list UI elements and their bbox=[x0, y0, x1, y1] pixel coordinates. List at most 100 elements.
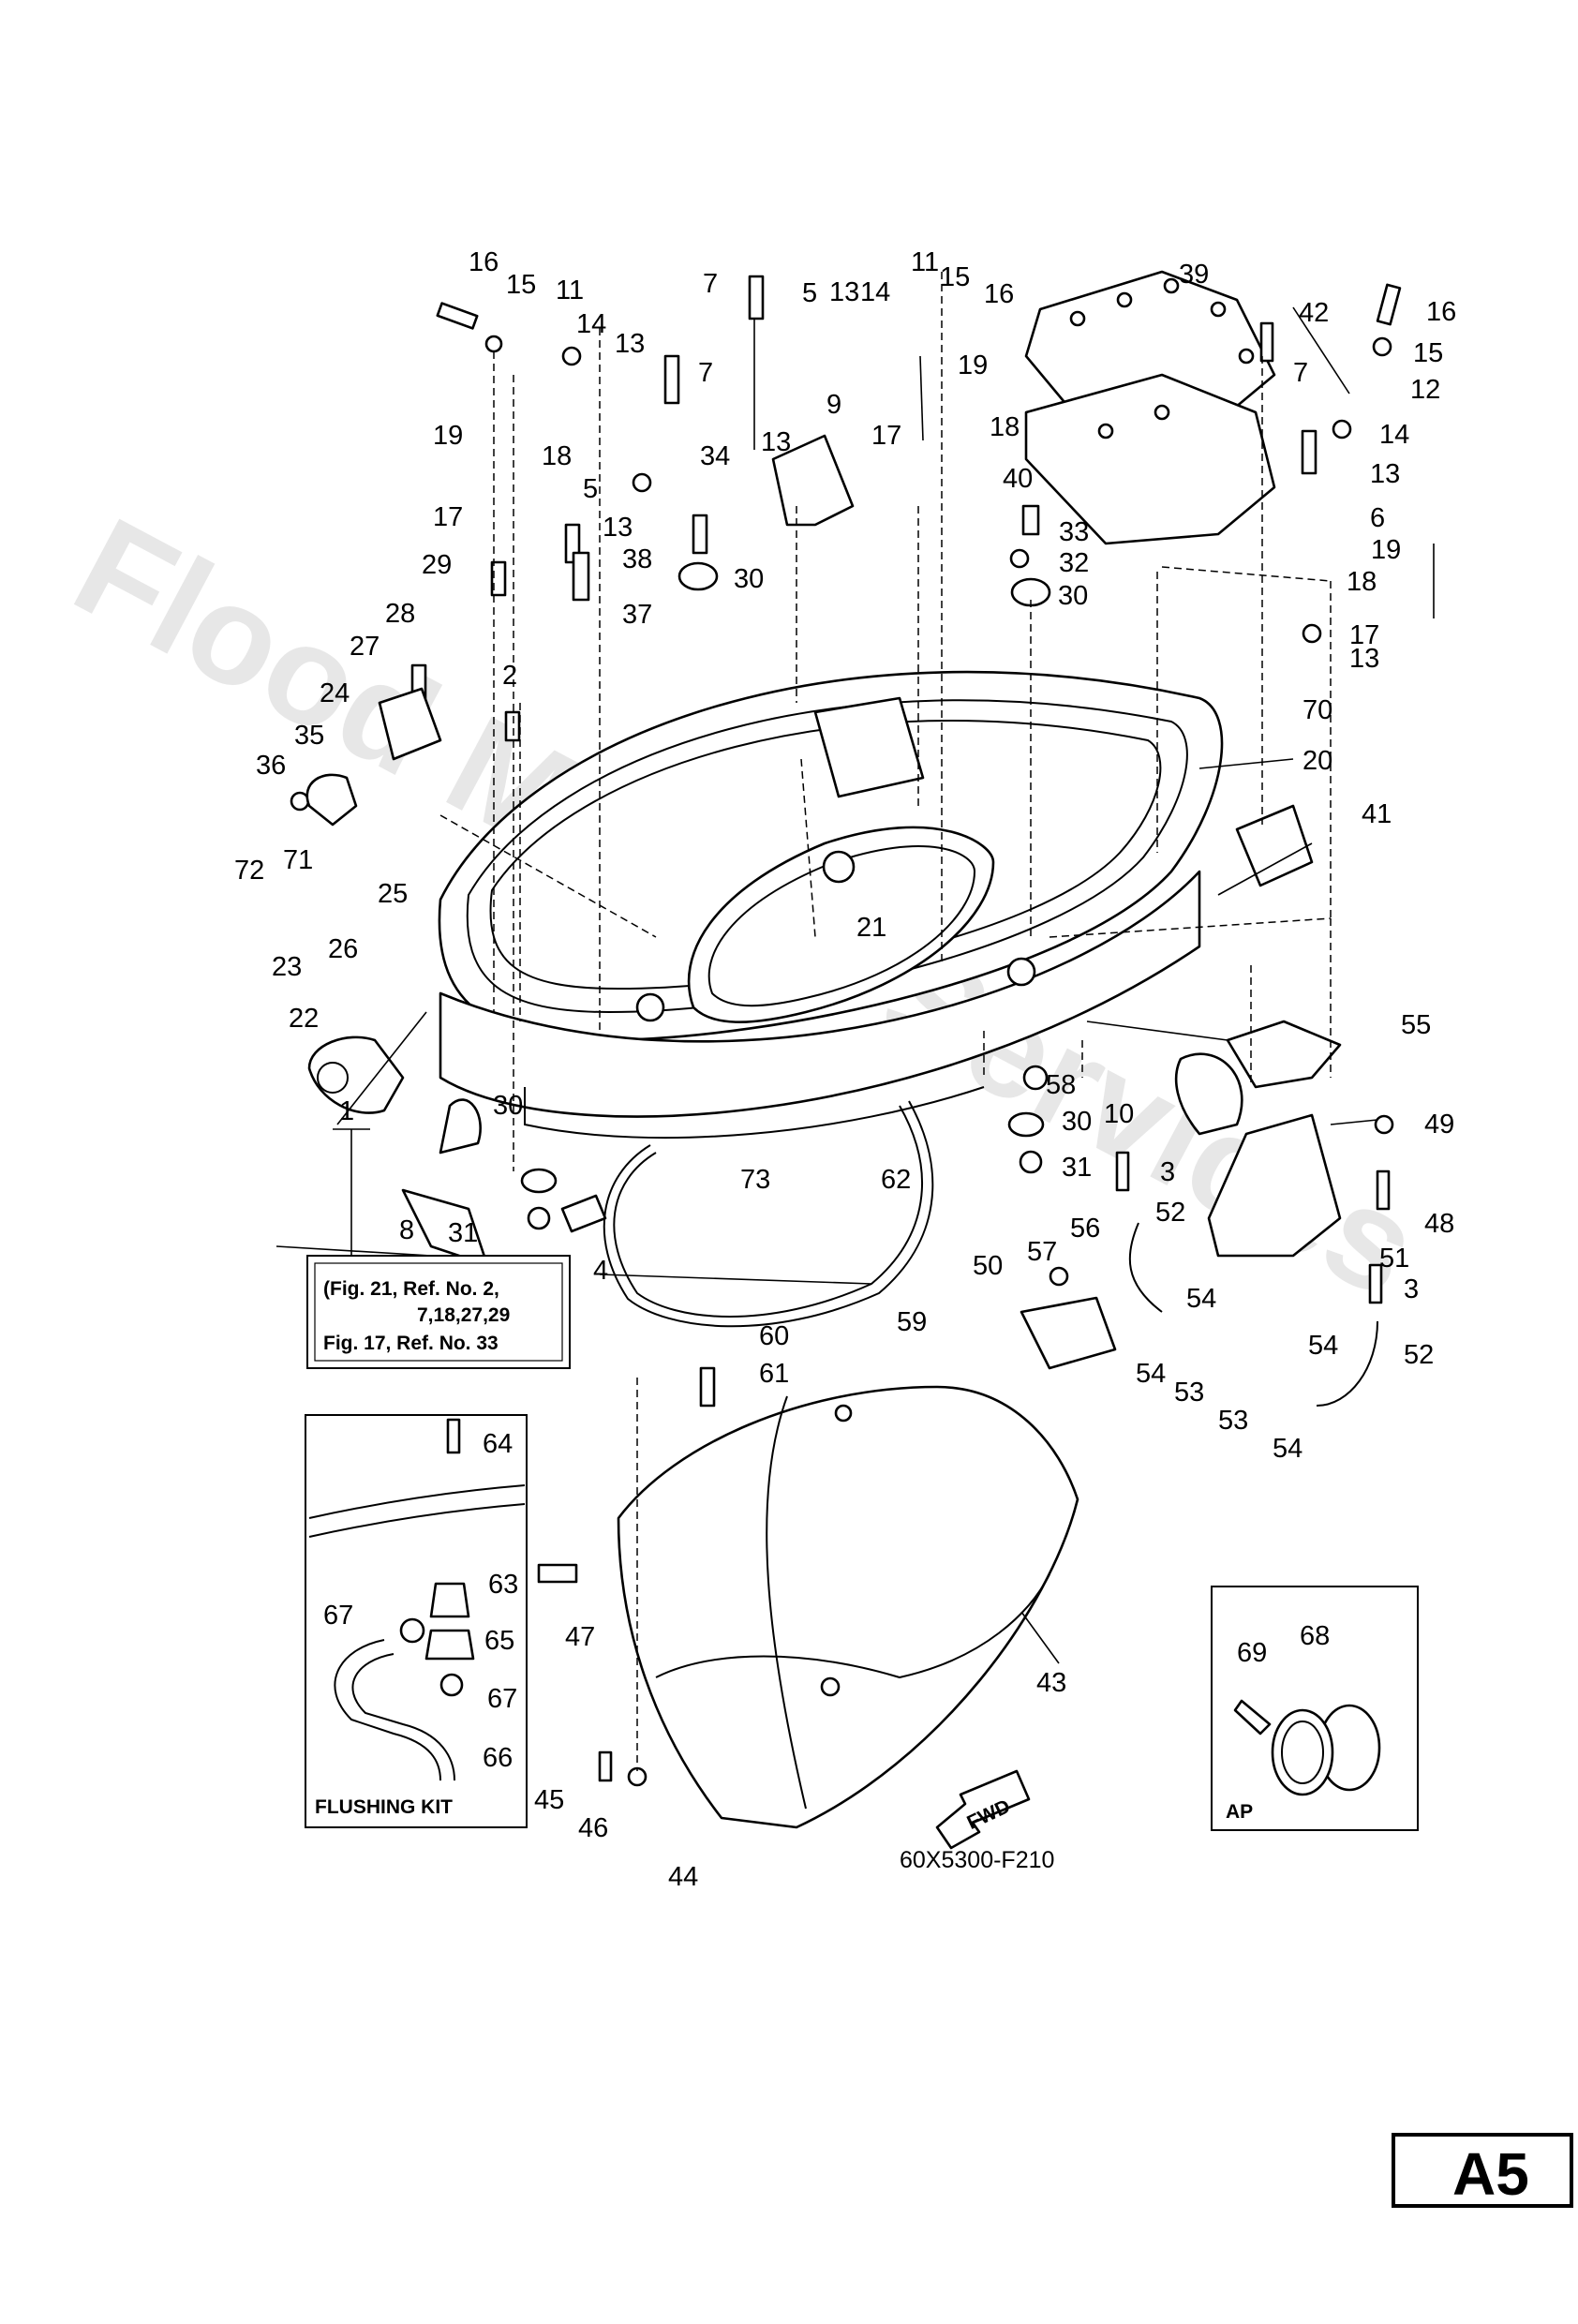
assembly-lines bbox=[439, 272, 1332, 1771]
flushing-kit-box: FLUSHING KIT bbox=[305, 1414, 528, 1828]
label-51: 51 bbox=[1379, 1244, 1409, 1274]
label-63: 63 bbox=[488, 1570, 518, 1600]
label-39: 39 bbox=[1179, 260, 1209, 290]
label-11: 11 bbox=[911, 247, 939, 277]
label-19: 19 bbox=[958, 350, 988, 380]
label-12: 12 bbox=[1410, 375, 1440, 405]
left-parts bbox=[305, 687, 1243, 1267]
reference-line-2: 7,18,27,29 bbox=[417, 1304, 510, 1326]
label-10: 10 bbox=[1104, 1099, 1134, 1129]
label-17: 17 bbox=[871, 421, 901, 451]
leader-lines bbox=[275, 306, 1435, 1664]
label-54: 54 bbox=[1273, 1434, 1303, 1464]
reference-line-3: Fig. 17, Ref. No. 33 bbox=[323, 1333, 499, 1354]
label-2: 2 bbox=[502, 661, 517, 691]
label-60: 60 bbox=[759, 1321, 789, 1351]
tray bbox=[771, 434, 855, 527]
label-25: 25 bbox=[378, 879, 408, 909]
label-67: 67 bbox=[323, 1601, 353, 1631]
fwd-arrow: FWD bbox=[935, 1769, 1031, 1850]
label-40: 40 bbox=[1003, 464, 1033, 494]
label-14: 14 bbox=[860, 277, 890, 307]
label-71: 71 bbox=[283, 845, 313, 875]
ap-box-title: AP bbox=[1226, 1801, 1253, 1823]
label-3: 3 bbox=[1404, 1274, 1419, 1304]
label-53: 53 bbox=[1174, 1378, 1204, 1408]
cover-plate bbox=[1024, 270, 1276, 545]
label-18: 18 bbox=[1347, 567, 1377, 597]
label-32: 32 bbox=[1059, 548, 1089, 578]
label-23: 23 bbox=[272, 952, 302, 982]
label-30: 30 bbox=[493, 1091, 523, 1121]
label-17: 17 bbox=[1349, 620, 1379, 650]
label-34: 34 bbox=[700, 441, 730, 471]
label-57: 57 bbox=[1027, 1237, 1057, 1267]
label-58: 58 bbox=[1046, 1070, 1076, 1100]
label-48: 48 bbox=[1424, 1209, 1454, 1239]
label-30: 30 bbox=[1058, 581, 1088, 611]
label-22: 22 bbox=[289, 1004, 319, 1034]
label-13: 13 bbox=[1349, 644, 1379, 674]
label-64: 64 bbox=[483, 1429, 513, 1459]
label-45: 45 bbox=[534, 1785, 564, 1815]
page-tag: A5 bbox=[1392, 2133, 1573, 2208]
ap-box: AP bbox=[1211, 1586, 1419, 1831]
label-1: 1 bbox=[339, 1096, 354, 1126]
reference-box: (Fig. 21, Ref. No. 2, 7,18,27,29 Fig. 17… bbox=[306, 1255, 571, 1369]
label-6: 6 bbox=[1370, 503, 1385, 533]
label-20: 20 bbox=[1303, 746, 1332, 776]
label-67: 67 bbox=[487, 1684, 517, 1714]
label-50: 50 bbox=[973, 1251, 1003, 1281]
label-14: 14 bbox=[1379, 420, 1409, 450]
label-65: 65 bbox=[484, 1626, 514, 1656]
label-16: 16 bbox=[1426, 297, 1456, 327]
flushing-kit-title: FLUSHING KIT bbox=[315, 1796, 453, 1818]
rubber-seal bbox=[603, 1100, 934, 1328]
label-26: 26 bbox=[328, 934, 358, 964]
label-31: 31 bbox=[448, 1218, 478, 1248]
label-13: 13 bbox=[603, 513, 633, 543]
part-labels: 1 2 3 3 4 5 5 6 7 7 7 8 9 10 11 11 12 13… bbox=[234, 247, 1456, 1892]
label-70: 70 bbox=[1303, 695, 1332, 725]
label-68: 68 bbox=[1300, 1621, 1330, 1651]
label-54: 54 bbox=[1186, 1284, 1216, 1314]
label-19: 19 bbox=[433, 421, 463, 451]
label-54: 54 bbox=[1136, 1359, 1166, 1389]
flushing-kit-parts bbox=[308, 1484, 526, 1781]
reference-line-1: (Fig. 21, Ref. No. 2, bbox=[323, 1278, 499, 1300]
label-36: 36 bbox=[256, 751, 286, 781]
label-18: 18 bbox=[542, 441, 572, 471]
label-18: 18 bbox=[990, 412, 1020, 442]
lower-cowling bbox=[617, 1385, 1079, 1829]
label-16: 16 bbox=[984, 279, 1014, 309]
label-47: 47 bbox=[565, 1622, 595, 1652]
label-8: 8 bbox=[399, 1215, 414, 1245]
label-38: 38 bbox=[622, 544, 652, 574]
page-tag-text: A5 bbox=[1452, 2140, 1529, 2208]
label-49: 49 bbox=[1424, 1110, 1454, 1140]
label-41: 41 bbox=[1362, 799, 1392, 829]
label-5: 5 bbox=[583, 474, 598, 504]
bracket-upper bbox=[813, 696, 925, 798]
label-15: 15 bbox=[940, 262, 970, 292]
label-66: 66 bbox=[483, 1743, 513, 1773]
label-27: 27 bbox=[350, 632, 380, 662]
bottom-cowling bbox=[438, 670, 1224, 1140]
label-14: 14 bbox=[576, 309, 606, 339]
label-61: 61 bbox=[759, 1359, 789, 1389]
label-13: 13 bbox=[1370, 459, 1400, 489]
label-13: 13 bbox=[615, 329, 645, 359]
label-28: 28 bbox=[385, 599, 415, 629]
label-29: 29 bbox=[422, 550, 452, 580]
label-30: 30 bbox=[734, 564, 764, 594]
label-35: 35 bbox=[294, 721, 324, 751]
label-54: 54 bbox=[1308, 1331, 1338, 1361]
label-13: 13 bbox=[829, 277, 859, 307]
label-42: 42 bbox=[1299, 298, 1329, 328]
label-21: 21 bbox=[856, 913, 886, 943]
label-15: 15 bbox=[1413, 338, 1443, 368]
label-7: 7 bbox=[703, 269, 718, 299]
label-7: 7 bbox=[698, 358, 713, 388]
label-5: 5 bbox=[802, 278, 817, 308]
